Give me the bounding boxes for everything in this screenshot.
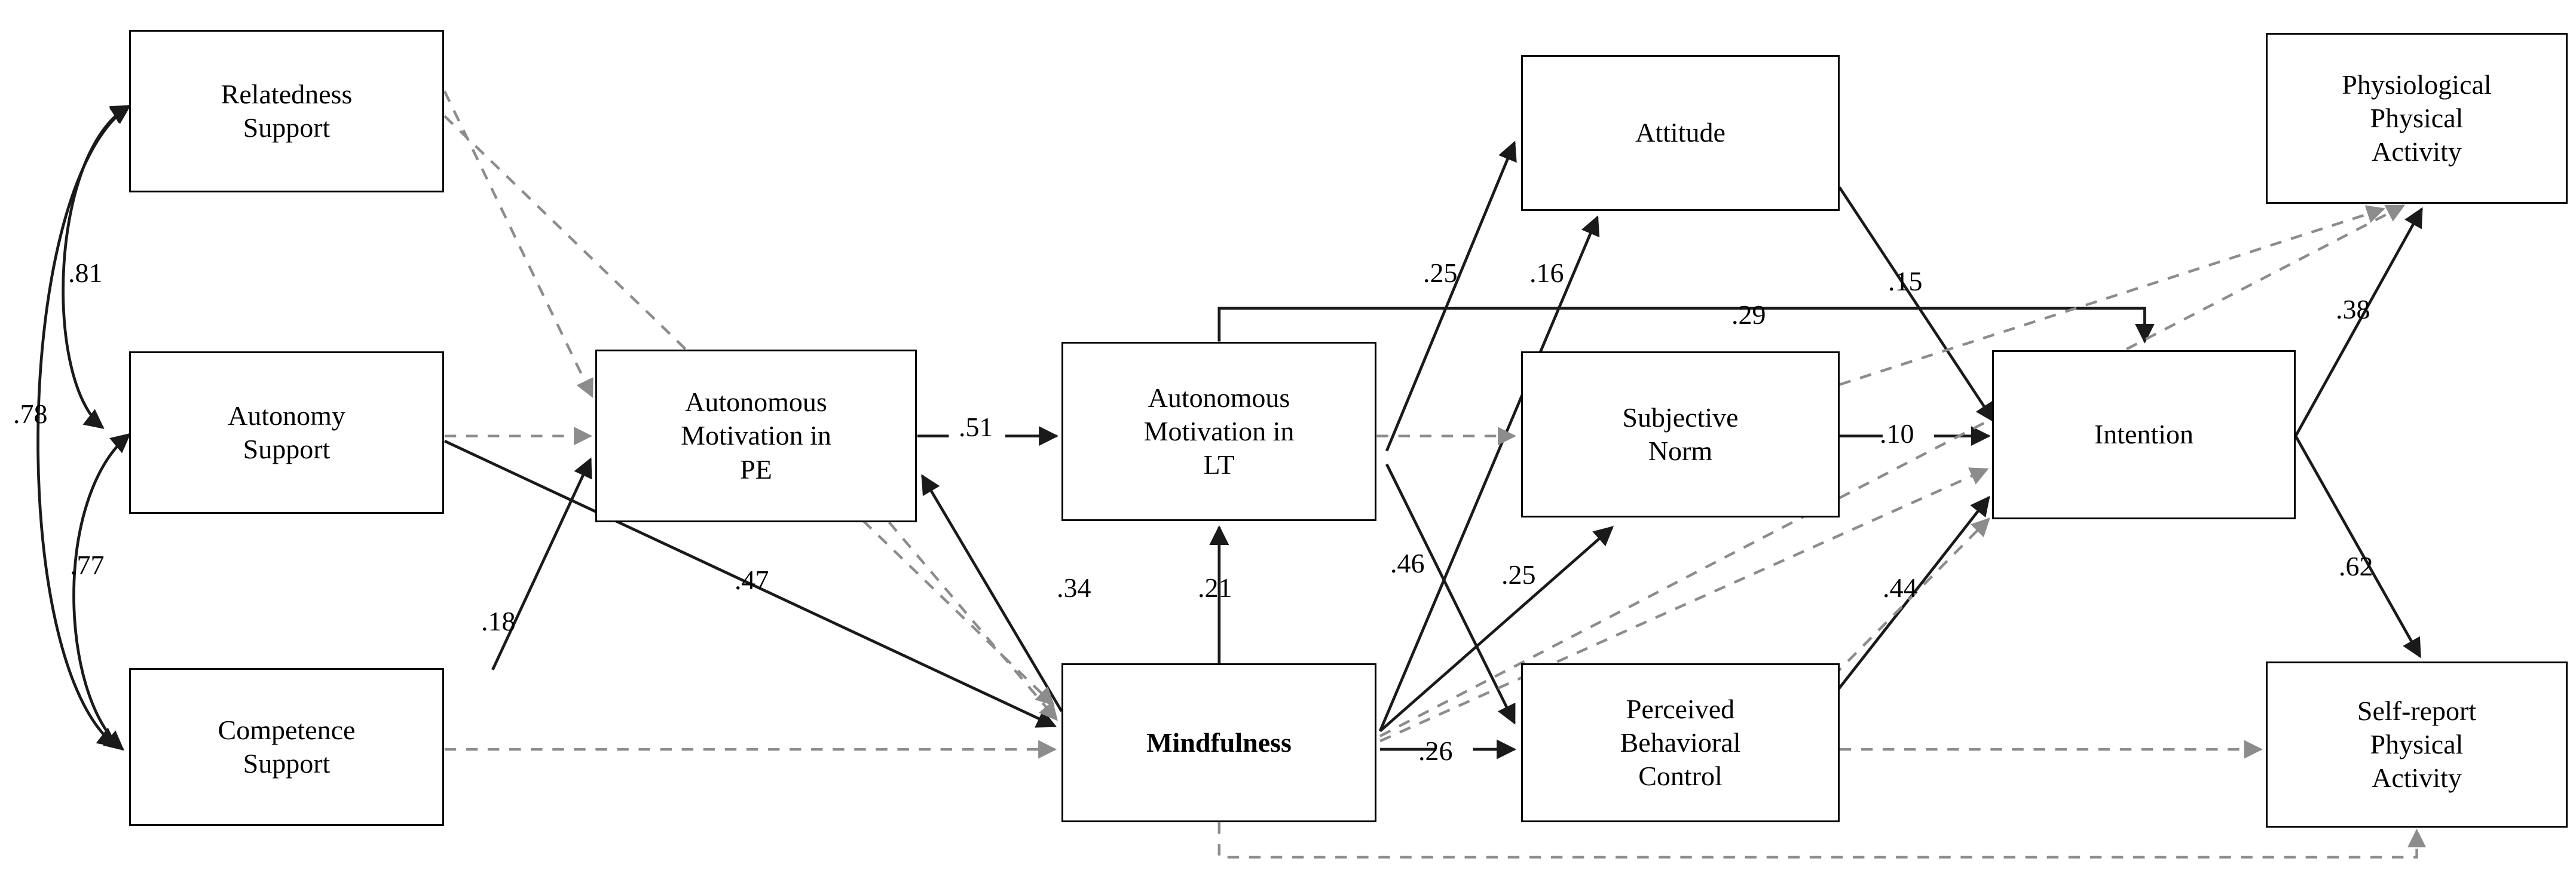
node-intention[interactable]: Intention [1992,350,2296,519]
edge-amlt-intention [1217,307,2155,344]
coefficient-label-62: .62 [2339,551,2373,581]
node-label: Self-report Physical Activity [2357,695,2477,794]
edge-autonomy-mindfulness [443,439,1057,728]
edge-mindfulness-ampe [921,474,1063,712]
node-label: Perceived Behavioral Control [1620,693,1741,792]
edge-relatedness-ampe-dashed [443,90,593,398]
coefficient-label-15: .15 [1888,266,1923,296]
coefficient-label-38: .38 [2336,294,2370,324]
coefficient-label-47: .47 [735,565,769,595]
node-label: Subjective Norm [1622,402,1739,466]
coefficient-label-46: .46 [1390,548,1425,578]
edge-amlt-attitude [1385,140,1517,452]
node-label: Mindfulness [1146,727,1292,758]
node-relatedness-support[interactable]: Relatedness Support [129,30,444,192]
coefficient-label-78: .78 [13,399,48,429]
edge-mindfulness-intention-dashed [1379,467,1989,743]
node-label: Attitude [1635,117,1726,148]
node-label: Intention [2094,419,2194,450]
coefficient-label-34: .34 [1057,572,1091,603]
node-autonomy-support[interactable]: Autonomy Support [129,351,444,514]
edge-mindfulness-subjnorm [1379,526,1614,733]
edge-mindfulness-attitude [1378,215,1600,732]
node-label: Autonomous Motivation in LT [1143,382,1295,480]
coefficient-label-81: .81 [68,258,103,288]
edge-intention-selfreport [2294,435,2422,659]
node-perceived-behavioral-control[interactable]: Perceived Behavioral Control [1521,663,1840,822]
node-label: Autonomous Motivation in PE [681,387,831,485]
coefficient-label-21: .21 [1198,572,1232,603]
node-label: Autonomy Support [228,400,345,464]
edge-competence-ampe [491,457,592,670]
edge-ampe-mindfulness-dashed [888,521,1058,721]
node-autonomous-motivation-lt[interactable]: Autonomous Motivation in LT [1061,342,1376,521]
coefficient-label-77: .77 [70,550,105,580]
coefficient-label-26: .26 [1418,736,1453,766]
node-mindfulness[interactable]: Mindfulness [1061,663,1376,822]
node-competence-support[interactable]: Competence Support [129,668,444,826]
node-label: Relatedness Support [221,78,353,143]
coefficient-label-29: .29 [1731,299,1766,330]
coefficient-label-25-subjnorm: .25 [1501,559,1536,590]
coefficient-label-16: .16 [1529,258,1564,288]
coefficient-label-51: .51 [959,412,993,442]
edge-pbc-intention-dashed [1832,517,1990,678]
edge-intention-physiological [2294,207,2423,437]
edge-autonomy-competence [72,433,131,751]
coefficient-label-25-attitude: .25 [1423,258,1458,288]
edge-amlt-pbc [1385,463,1516,725]
edge-relatedness-competence [36,105,131,748]
coefficient-label-18: .18 [481,606,516,636]
edge-subjnorm-physiological-dashed [1839,205,2386,386]
node-physiological-physical-activity[interactable]: Physiological Physical Activity [2266,33,2568,204]
node-label: Competence Support [218,714,356,779]
node-autonomous-motivation-pe[interactable]: Autonomous Motivation in PE [595,350,917,522]
edge-mindfulness-selfreport-dashed [1217,822,2427,859]
node-selfreport-physical-activity[interactable]: Self-report Physical Activity [2266,662,2568,828]
coefficient-label-44: .44 [1883,572,1917,603]
node-label: Physiological Physical Activity [2342,69,2492,167]
node-attitude[interactable]: Attitude [1521,55,1840,211]
coefficient-label-10: .10 [1880,418,1914,449]
edge-attitude-intention [1838,186,1995,423]
node-subjective-norm[interactable]: Subjective Norm [1521,351,1840,517]
